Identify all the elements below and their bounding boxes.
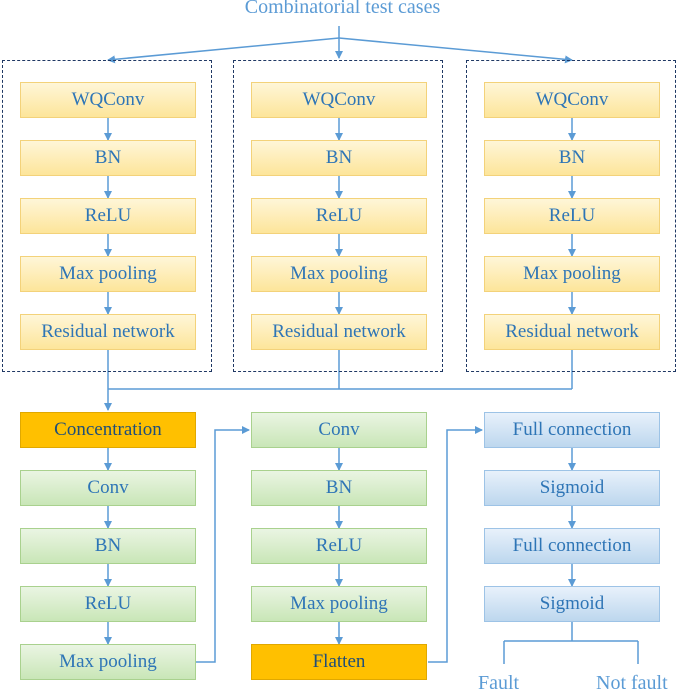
arrow-col2-to-col3 [428,426,483,663]
output-fault-label: Fault [478,672,520,694]
col1-conv-box: Conv [20,470,196,506]
col2-maxpool-box: Max pooling [251,586,427,622]
col1-bn-box: BN [20,528,196,564]
branch1-bn-box: BN [20,140,196,176]
branch-group-1 [2,60,212,372]
branch2-relu-box: ReLU [251,198,427,234]
sigmoid-box-1: Sigmoid [484,470,660,506]
branch2-wqconv-box: WQConv [251,82,427,118]
branch1-residual-box: Residual network [20,314,196,350]
branch3-wqconv-box: WQConv [484,82,660,118]
merge-connector [104,350,573,411]
arrow-title-to-branch3 [338,37,573,64]
col2-bn-box: BN [251,470,427,506]
branch-group-3 [466,60,676,372]
branch3-maxpool-box: Max pooling [484,256,660,292]
branch3-residual-box: Residual network [484,314,660,350]
col1-relu-box: ReLU [20,586,196,622]
branch2-bn-box: BN [251,140,427,176]
full-connection-box-1: Full connection [484,412,660,448]
col2-relu-box: ReLU [251,528,427,564]
diagram-title: Combinatorial test cases [244,0,441,18]
sigmoid-box-2: Sigmoid [484,586,660,622]
output-fork [503,622,639,664]
branch1-wqconv-box: WQConv [20,82,196,118]
branch1-maxpool-box: Max pooling [20,256,196,292]
concentration-box: Concentration [20,412,196,448]
flatten-box: Flatten [251,644,427,680]
branch2-residual-box: Residual network [251,314,427,350]
branch1-relu-box: ReLU [20,198,196,234]
output-not-fault-label: Not fault [596,672,668,694]
col2-conv-box: Conv [251,412,427,448]
branch2-maxpool-box: Max pooling [251,256,427,292]
arrow-title-to-branch1 [107,37,340,64]
arrow-col1-to-col2 [196,426,250,663]
branch3-relu-box: ReLU [484,198,660,234]
branch3-bn-box: BN [484,140,660,176]
col1-maxpool-box: Max pooling [20,644,196,680]
full-connection-box-2: Full connection [484,528,660,564]
branch-group-2 [233,60,443,372]
